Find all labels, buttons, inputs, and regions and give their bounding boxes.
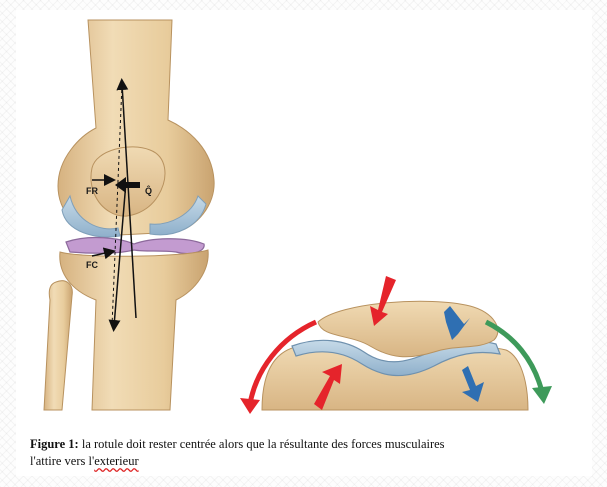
caption-prefix: Figure 1: <box>30 437 79 451</box>
green-curved-arrow-head <box>532 386 552 404</box>
fc-label: FC <box>86 260 98 270</box>
caption-misspelled-word: exterieur <box>94 454 138 468</box>
red-curved-arrow-head <box>240 398 260 414</box>
fibula <box>44 281 72 410</box>
patellofemoral-cross-section <box>240 276 552 414</box>
fr-label: FR <box>86 186 98 196</box>
q-label: Q̂ <box>145 185 152 196</box>
figure-caption: Figure 1: la rotule doit rester centrée … <box>30 436 590 470</box>
caption-line2-start: l'attire vers l' <box>30 454 94 468</box>
caption-line1: la rotule doit rester centrée alors que … <box>79 437 445 451</box>
meniscus <box>66 238 204 254</box>
knee-front-view: FR Q̂ FC <box>44 20 214 410</box>
